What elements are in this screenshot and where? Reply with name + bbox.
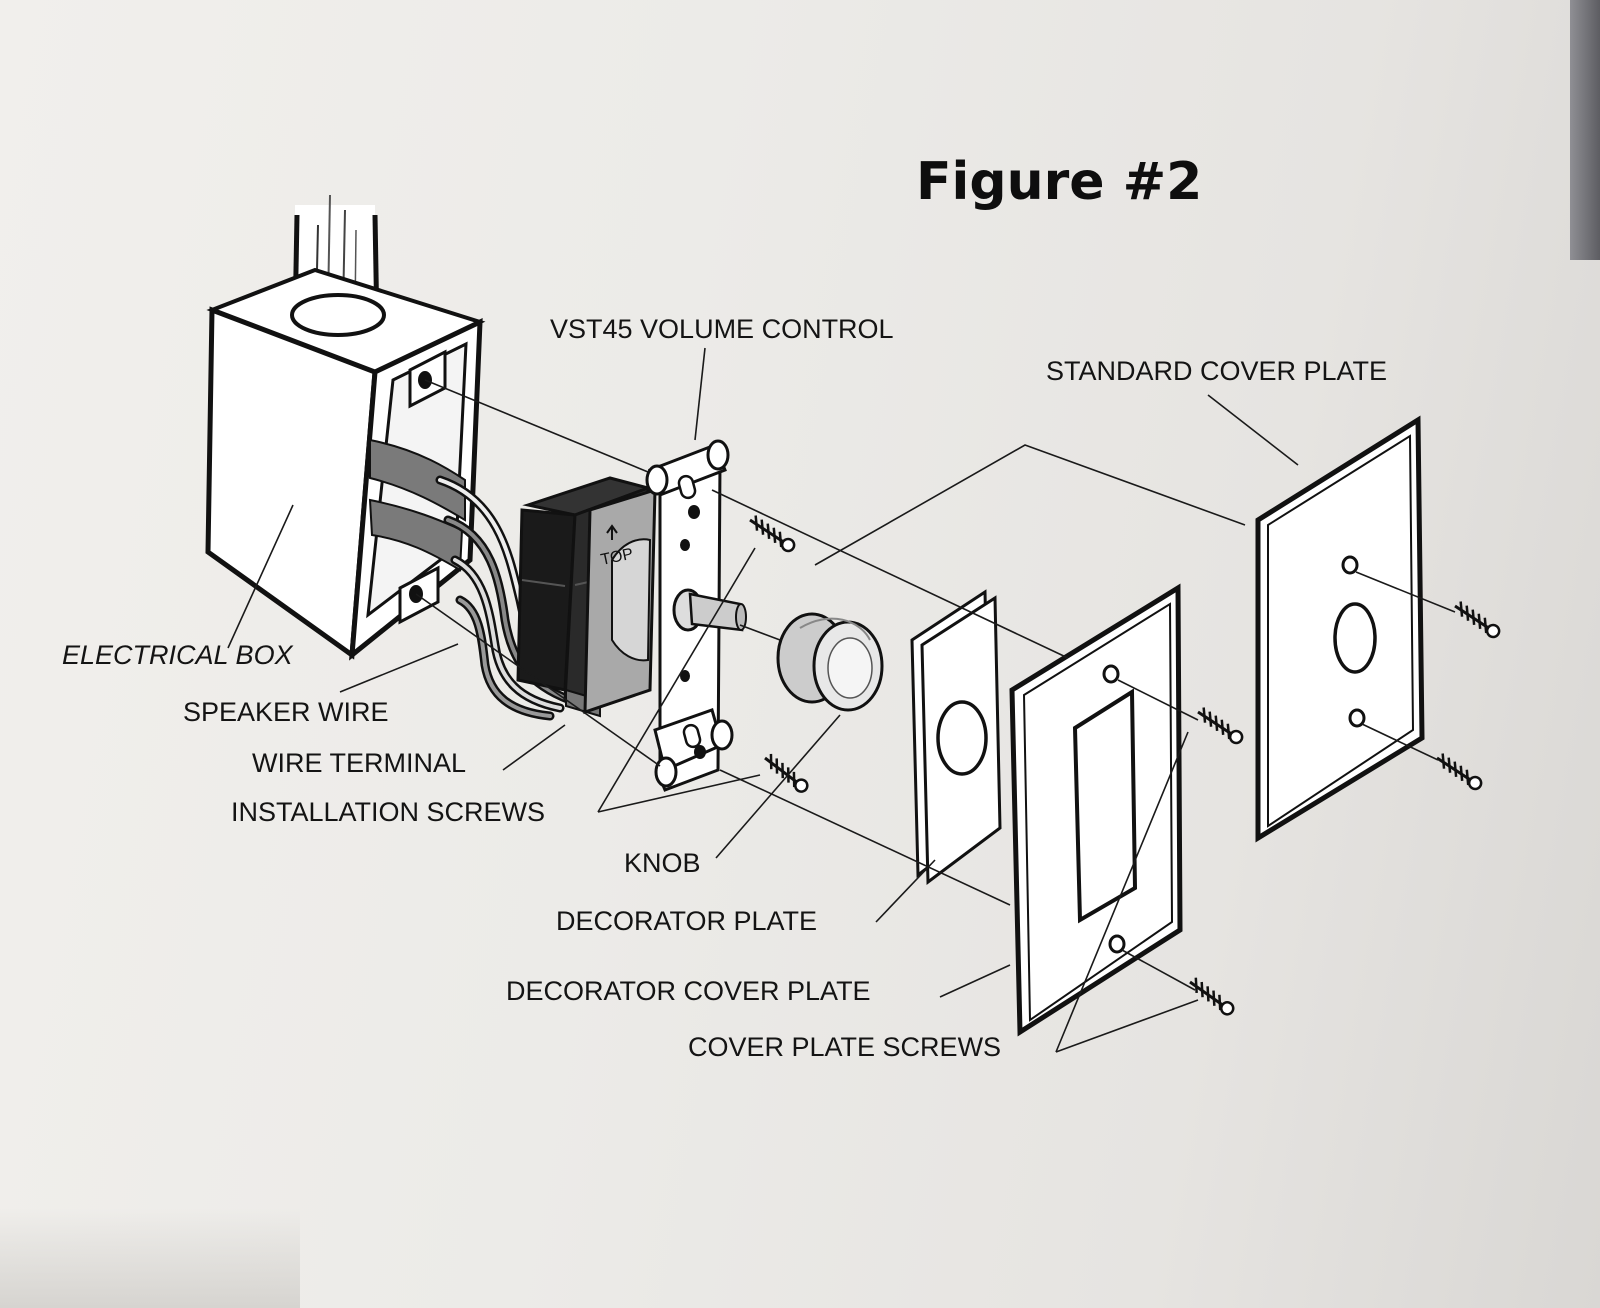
leader-lines xyxy=(227,347,1299,1053)
decorator-cover-plate xyxy=(1009,583,1183,1037)
standard-cover-plate xyxy=(1255,415,1425,843)
label-wire-terminal: WIRE TERMINAL xyxy=(252,748,467,778)
electrical-box xyxy=(205,267,486,661)
top-marking: TOP xyxy=(599,546,634,569)
label-vst45-volume-control: VST45 VOLUME CONTROL xyxy=(550,314,894,344)
label-knob: KNOB xyxy=(624,848,701,878)
page-shadow xyxy=(0,1208,300,1308)
label-electrical-box: ELECTRICAL BOX xyxy=(62,640,293,670)
label-decorator-cover-plate: DECORATOR COVER PLATE xyxy=(506,976,871,1006)
label-standard-cover-plate: STANDARD COVER PLATE xyxy=(1046,356,1388,386)
vst45-volume-control: TOP xyxy=(583,439,747,792)
alignment-lines xyxy=(415,379,1456,991)
decorator-plate xyxy=(910,589,1002,885)
label-installation-screws: INSTALLATION SCREWS xyxy=(231,797,546,827)
page-corner-background xyxy=(1570,0,1600,260)
label-cover-plate-screws: COVER PLATE SCREWS xyxy=(688,1032,1002,1062)
figure-title: Figure #2 xyxy=(916,152,1203,212)
label-speaker-wire: SPEAKER WIRE xyxy=(183,697,389,727)
label-decorator-plate: DECORATOR PLATE xyxy=(556,906,818,936)
knob xyxy=(776,612,884,712)
